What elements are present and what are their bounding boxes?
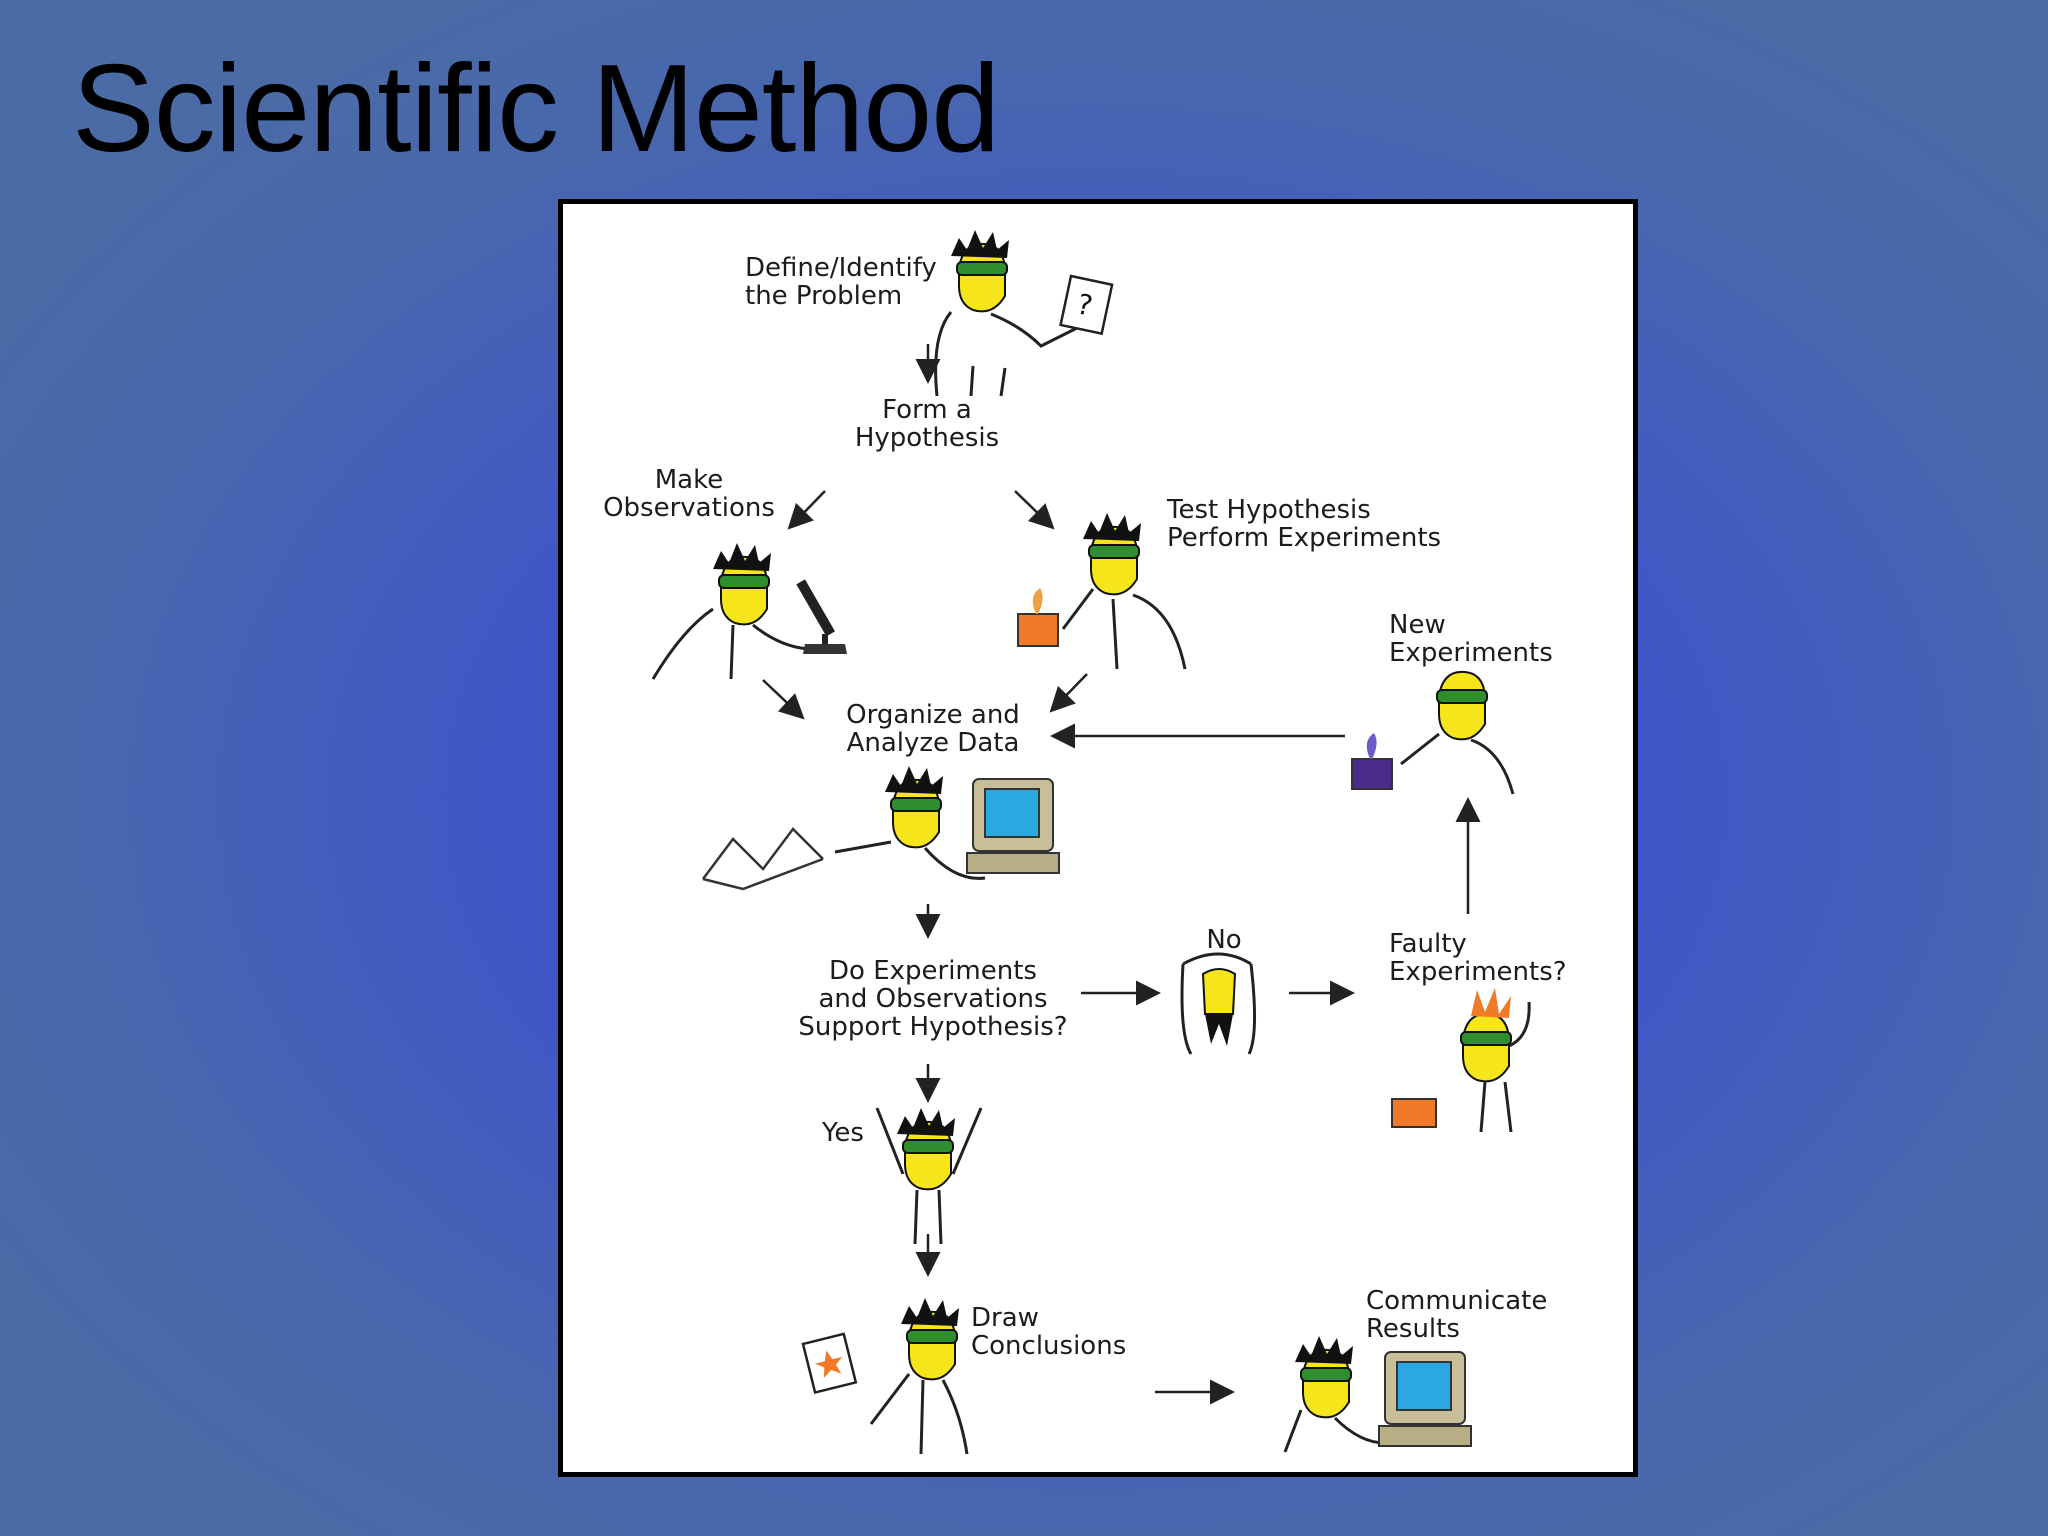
- scientist-microscope-icon: [651, 542, 814, 680]
- step-no: No: [1180, 925, 1257, 1055]
- scientist-puzzled-icon: [1460, 988, 1531, 1133]
- step-draw-conclusions: Draw Conclusions: [801, 1297, 1126, 1455]
- arrow-test-to-organize: [1049, 673, 1088, 713]
- yes-label: Yes: [821, 1118, 864, 1148]
- scientific-method-figure: Define/Identify the Problem ? Form a Hyp…: [558, 199, 1638, 1477]
- step-make-observations: Make Observations: [603, 465, 847, 680]
- arrow-observe-to-organize: [762, 679, 805, 720]
- communicate-label-line1: Communicate: [1366, 1286, 1547, 1316]
- support-label-line3: Support Hypothesis?: [798, 1012, 1067, 1042]
- scientist-cheering-icon: [875, 1107, 983, 1245]
- scientist-with-paper-icon: [934, 229, 1082, 397]
- arrow-hypothesis-to-test: [1014, 490, 1055, 530]
- star-paper-icon: [801, 1332, 858, 1395]
- step-communicate-results: Communicate Results: [1283, 1286, 1547, 1453]
- question-paper-icon: ?: [1059, 274, 1114, 336]
- observe-label-line1: Make: [655, 465, 724, 495]
- conclusions-label-line2: Conclusions: [971, 1331, 1126, 1361]
- step-yes: Yes: [821, 1107, 983, 1245]
- new-experiments-line1: New: [1389, 610, 1446, 640]
- observe-label-line2: Observations: [603, 493, 775, 523]
- define-label-line2: the Problem: [745, 281, 902, 311]
- purple-beaker-icon: [1351, 733, 1393, 790]
- new-experiments-line2: Experiments: [1389, 638, 1553, 668]
- communicate-label-line2: Results: [1366, 1314, 1460, 1344]
- slide-title: Scientific Method: [72, 40, 1000, 178]
- faulty-label-line2: Experiments?: [1389, 957, 1567, 987]
- step-new-experiments: New Experiments: [1351, 610, 1553, 795]
- orange-beaker-icon: [1017, 588, 1059, 647]
- flowchart: Define/Identify the Problem ? Form a Hyp…: [603, 229, 1567, 1455]
- organize-label-line2: Analyze Data: [847, 728, 1020, 758]
- support-label-line2: and Observations: [818, 984, 1047, 1014]
- scientist-new-experiment-icon: [1400, 670, 1515, 795]
- faulty-label-line1: Faulty: [1389, 929, 1467, 959]
- orange-beaker-small-icon: [1391, 1098, 1437, 1128]
- step-faulty-experiments: Faulty Experiments?: [1389, 929, 1567, 1133]
- hypothesis-label-line2: Hypothesis: [855, 423, 999, 453]
- microscope-icon: [796, 579, 847, 654]
- test-label-line2: Perform Experiments: [1167, 523, 1441, 553]
- support-label-line1: Do Experiments: [829, 956, 1037, 986]
- computer-monitor-2-icon: [1378, 1351, 1472, 1447]
- paper-question-mark: ?: [1074, 287, 1095, 322]
- conclusions-label-line1: Draw: [971, 1303, 1039, 1333]
- arrow-hypothesis-to-observe: [787, 490, 826, 530]
- scientist-conclusions-icon: [869, 1297, 969, 1455]
- step-support-hypothesis: Do Experiments and Observations Support …: [798, 956, 1067, 1042]
- scientist-head-down-icon: [1180, 952, 1257, 1055]
- hypothesis-label-line1: Form a: [882, 395, 972, 425]
- step-form-hypothesis: Form a Hypothesis: [855, 395, 999, 453]
- define-label-line1: Define/Identify: [745, 253, 937, 283]
- no-label: No: [1206, 925, 1241, 955]
- step-test-hypothesis: Test Hypothesis Perform Experiments: [1017, 495, 1441, 670]
- step-define-problem: Define/Identify the Problem ?: [745, 229, 1114, 397]
- scientist-experiment-icon: [1061, 512, 1187, 670]
- computer-monitor-icon: [966, 778, 1060, 874]
- organize-label-line1: Organize and: [846, 700, 1020, 730]
- scientist-computer-icon: [834, 765, 986, 880]
- papers-icon: [702, 827, 824, 891]
- step-organize-data: Organize and Analyze Data: [702, 700, 1060, 891]
- test-label-line1: Test Hypothesis: [1166, 495, 1371, 525]
